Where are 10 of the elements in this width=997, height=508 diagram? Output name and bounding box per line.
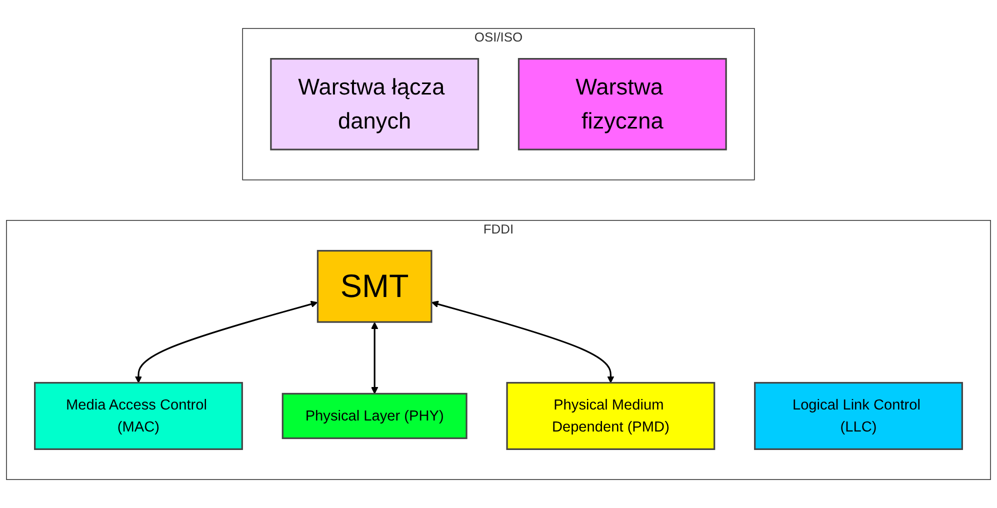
arrow bbox=[134, 300, 318, 384]
node-box: Warstwa fizyczna bbox=[518, 58, 727, 150]
node-box: Physical Medium Dependent (PMD) bbox=[506, 382, 716, 450]
node-box: SMT bbox=[316, 250, 432, 323]
node-box: Logical Link Control (LLC) bbox=[754, 382, 963, 450]
node-box: Warstwa łącza danych bbox=[270, 58, 480, 150]
arrow bbox=[371, 322, 378, 394]
node-box: Physical Layer (PHY) bbox=[282, 392, 468, 440]
arrow bbox=[431, 300, 614, 384]
node-box: Media Access Control (MAC) bbox=[34, 382, 243, 450]
